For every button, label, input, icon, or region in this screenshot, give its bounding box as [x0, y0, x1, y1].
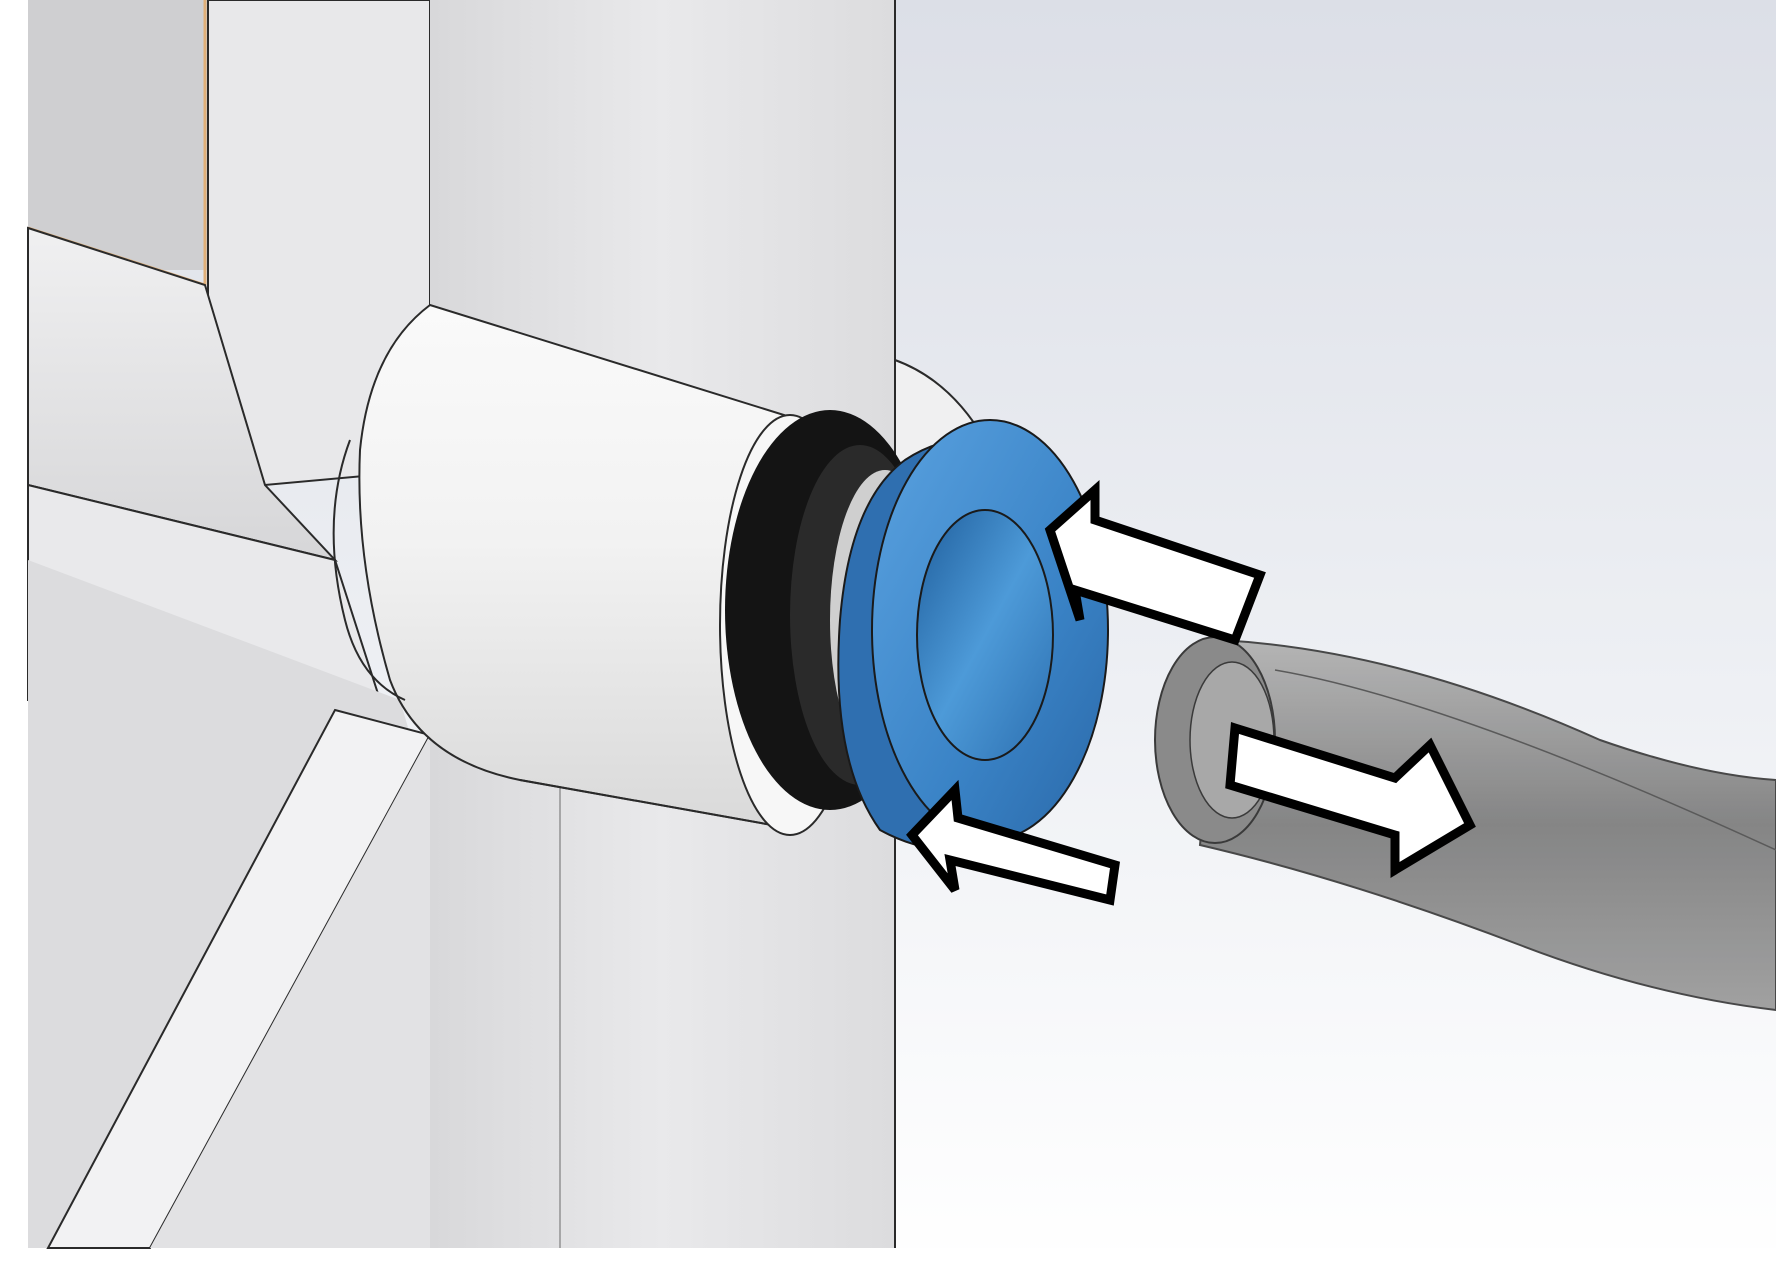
arrow-push-icon-upper: [1044, 479, 1266, 646]
release-collet: [837, 419, 1109, 851]
arrow-push-icon-lower: [906, 779, 1121, 906]
left-margin: [0, 0, 28, 1268]
bottom-margin: [0, 1248, 1776, 1268]
tubing: [1154, 636, 1776, 1012]
double-arrow-icon: [1225, 722, 1476, 878]
back-panel: [27, 0, 208, 287]
